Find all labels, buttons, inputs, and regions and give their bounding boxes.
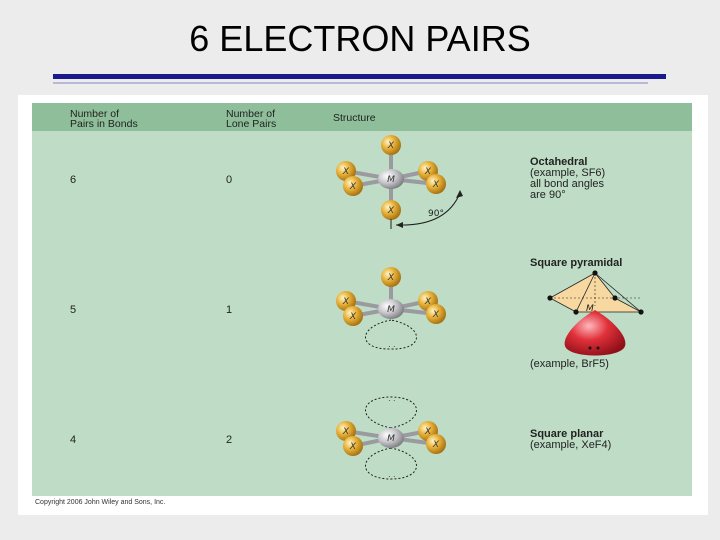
svg-text:M: M bbox=[387, 305, 395, 315]
svg-text:M: M bbox=[586, 304, 594, 314]
lone-pair-orbital-top bbox=[365, 396, 417, 429]
svg-text:X: X bbox=[349, 182, 357, 192]
svg-text:X: X bbox=[424, 427, 432, 437]
header-structure: Structure bbox=[333, 112, 376, 124]
row2-lone-pairs: 1 bbox=[226, 304, 233, 316]
row2-shape: Square pyramidal bbox=[530, 257, 623, 269]
central-atom bbox=[378, 169, 404, 189]
title-underline bbox=[53, 74, 666, 79]
ligand-atoms bbox=[336, 135, 446, 220]
row2-bond-pairs: 5 bbox=[70, 304, 77, 316]
svg-text:X: X bbox=[432, 310, 440, 320]
header-lone-pairs: Number of Lone Pairs bbox=[226, 108, 277, 130]
svg-text:X: X bbox=[342, 167, 350, 177]
central-atom bbox=[378, 428, 404, 448]
svg-text:X: X bbox=[349, 312, 357, 322]
row1-bond-pairs: 6 bbox=[70, 174, 77, 186]
slide-title: 6 ELECTRON PAIRS bbox=[189, 18, 531, 59]
square-pyramidal-molecule: · · X X X X X M bbox=[336, 267, 446, 351]
ligand-atoms bbox=[336, 267, 446, 326]
row1-description: Octahedral (example, SF6) all bond angle… bbox=[530, 156, 606, 201]
svg-text:X: X bbox=[424, 167, 432, 177]
octahedral-molecule: X X X X X X M 90° bbox=[336, 135, 463, 229]
svg-text:M: M bbox=[387, 434, 395, 444]
copyright-notice: Copyright 2006 John Wiley and Sons, Inc. bbox=[35, 499, 166, 506]
lone-pair-orbital-bottom bbox=[365, 447, 417, 480]
header-pairs-in-bonds: Number of Pairs in Bonds bbox=[70, 108, 138, 130]
svg-text:· ·: · · bbox=[388, 396, 396, 405]
lone-pair-lobe bbox=[564, 310, 626, 356]
svg-text:M: M bbox=[387, 175, 395, 185]
row3-bond-pairs: 4 bbox=[70, 434, 77, 446]
ligand-atoms bbox=[336, 421, 446, 456]
svg-text:X: X bbox=[424, 297, 432, 307]
svg-text:· ·: · · bbox=[388, 342, 396, 351]
svg-text:X: X bbox=[432, 180, 440, 190]
row2-example: (example, BrF5) bbox=[530, 358, 609, 370]
svg-text:X: X bbox=[342, 427, 350, 437]
row1-lone-pairs: 0 bbox=[226, 174, 233, 186]
svg-text:X: X bbox=[387, 273, 395, 283]
row3-lone-pairs: 2 bbox=[226, 434, 233, 446]
svg-text:X: X bbox=[387, 141, 395, 151]
svg-text:X: X bbox=[432, 440, 440, 450]
svg-text:· ·: · · bbox=[388, 472, 396, 481]
central-atom bbox=[378, 299, 404, 319]
svg-text:X: X bbox=[342, 297, 350, 307]
svg-text:X: X bbox=[349, 442, 357, 452]
bond-angle-label: 90° bbox=[428, 209, 444, 219]
svg-text:X: X bbox=[387, 206, 395, 216]
row3-description: Square planar (example, XeF4) bbox=[530, 428, 612, 451]
square-pyramid-diagram: M bbox=[547, 270, 644, 356]
title-underline-shadow bbox=[53, 82, 648, 84]
table-header bbox=[32, 103, 692, 131]
square-planar-molecule: · · · · X X X X M bbox=[336, 396, 446, 481]
